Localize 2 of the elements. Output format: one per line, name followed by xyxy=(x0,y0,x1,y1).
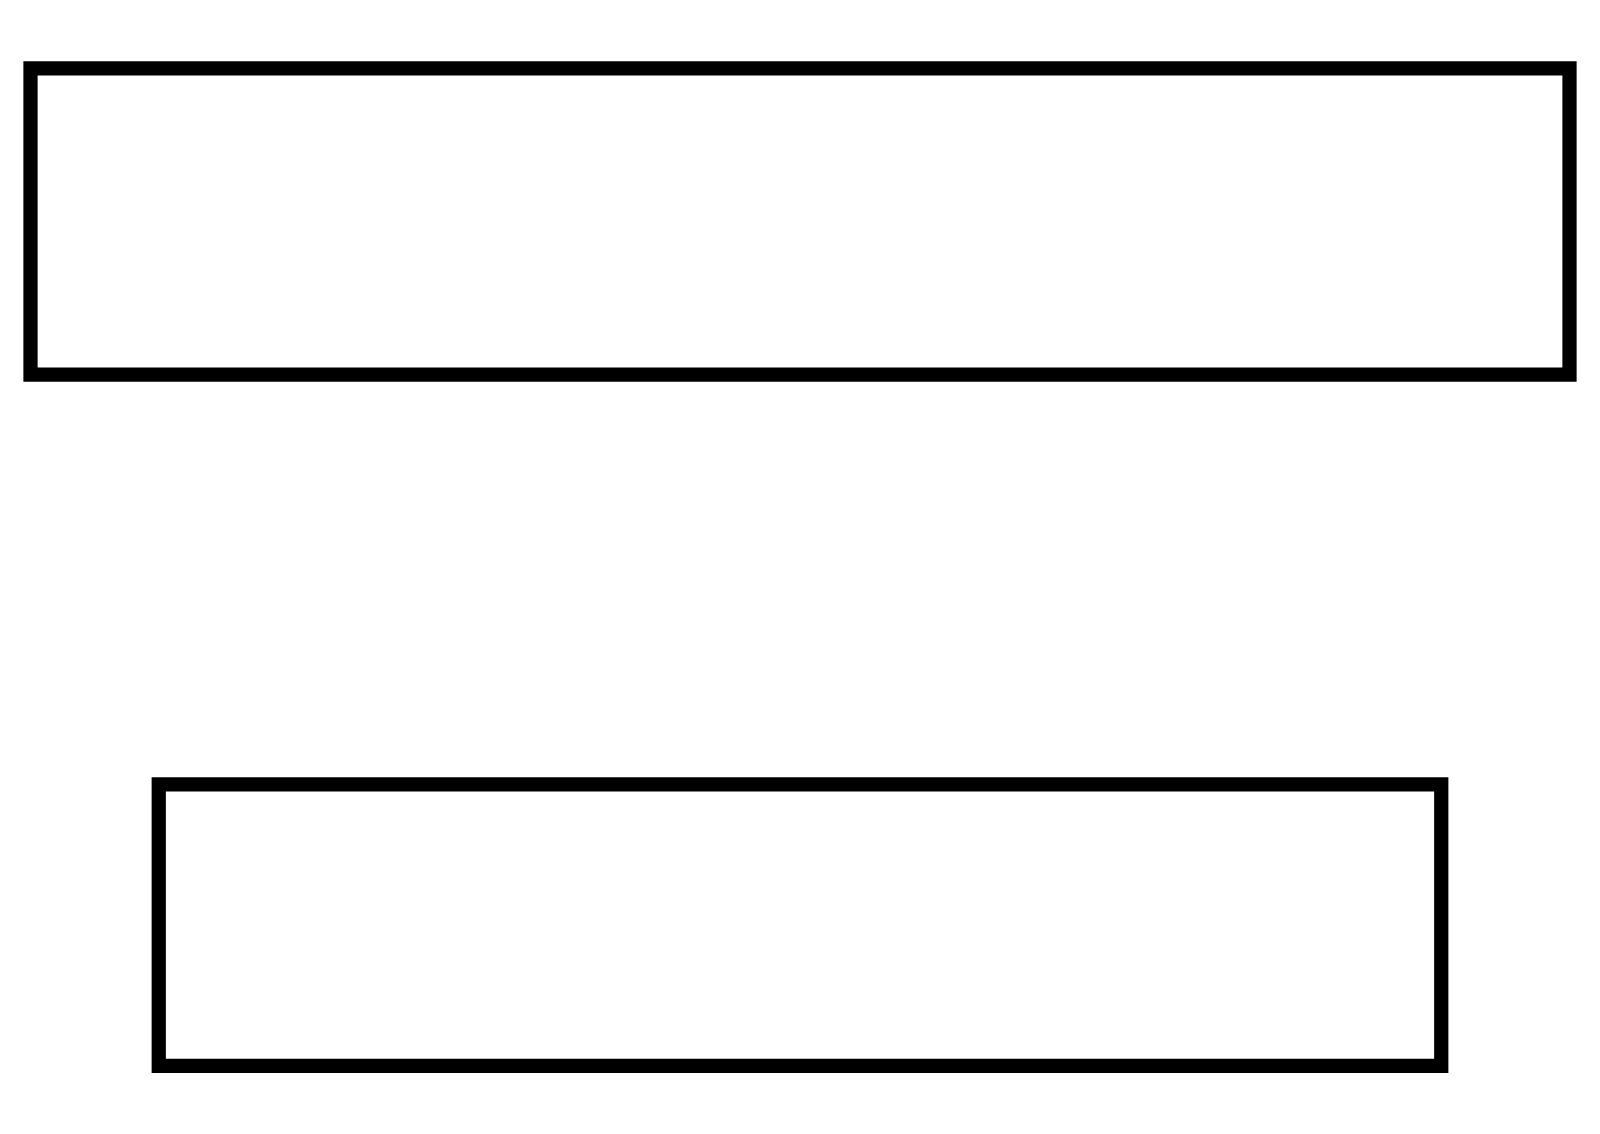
node-box xyxy=(151,777,1449,1073)
node-box xyxy=(23,61,1577,382)
